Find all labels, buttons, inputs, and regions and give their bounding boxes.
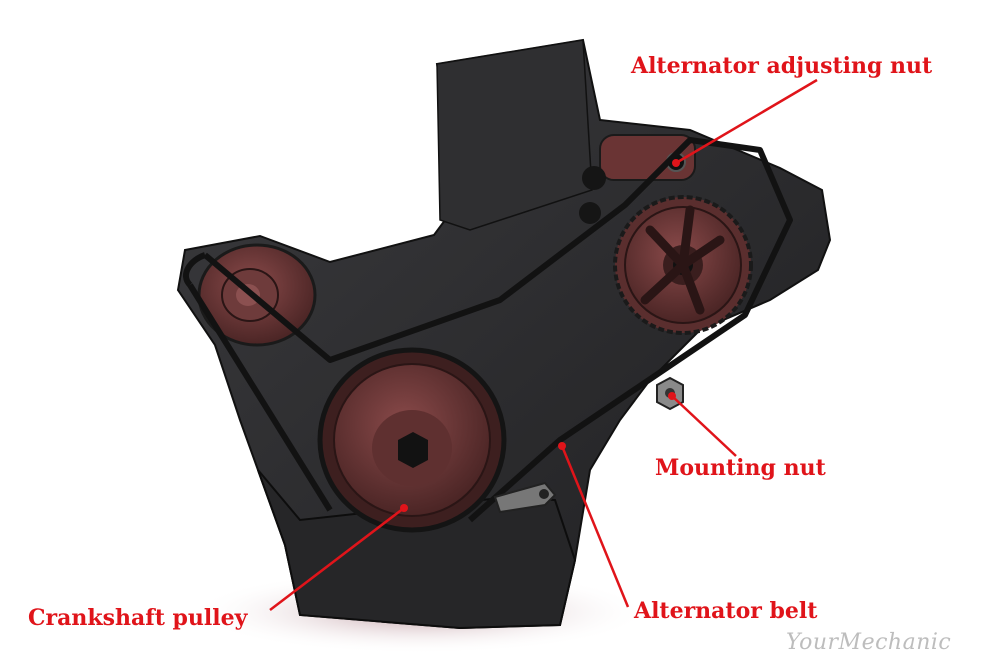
yourmechanic-watermark: YourMechanic: [786, 630, 952, 655]
alternator-belt: [183, 137, 793, 523]
crankshaft-pulley-label: Crankshaft pulley: [28, 605, 248, 631]
leader-alternator-belt: [560, 445, 630, 608]
cam-sprocket: [613, 195, 753, 335]
lower-bracket: [493, 481, 557, 514]
leader-lines: [269, 78, 818, 611]
alternator-adjusting-nut-label: Alternator adjusting nut: [631, 53, 933, 79]
leader-adjusting-nut: [675, 78, 818, 165]
engine-tower: [436, 39, 593, 231]
leader-crankshaft-pulley: [269, 507, 405, 611]
alternator-belt-label: Alternator belt: [634, 598, 818, 624]
leader-dots: [400, 159, 680, 512]
leader-mounting-nut: [671, 395, 737, 457]
mounting-nut-label: Mounting nut: [655, 455, 826, 481]
crankshaft-pulley: [317, 347, 507, 533]
